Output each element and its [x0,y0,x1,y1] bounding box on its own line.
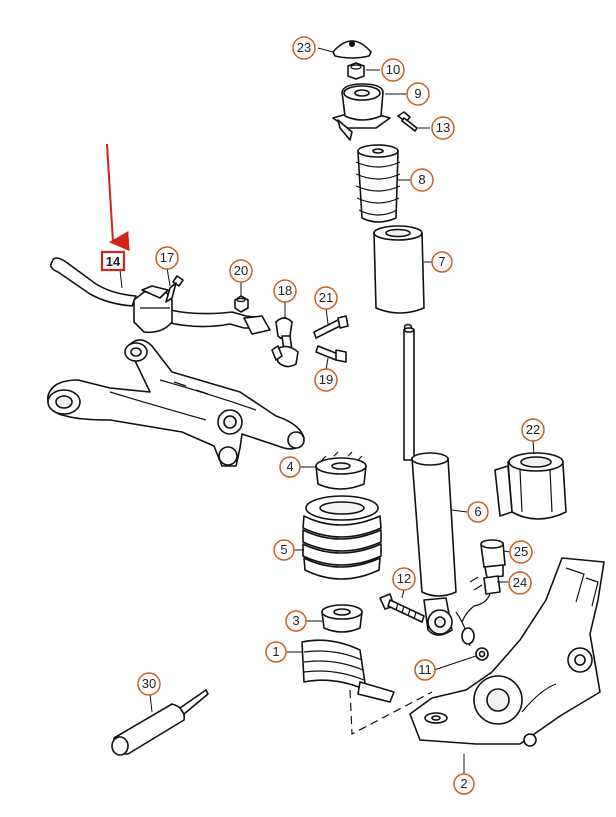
callout-4[interactable]: 4 [279,456,301,478]
nut-part-20 [234,295,249,313]
nut-part-11 [461,627,489,661]
bump-stop-part-8 [355,144,401,223]
callout-19[interactable]: 19 [314,368,338,392]
connector-part-24 [461,575,501,623]
bolt-part-17 [165,275,184,303]
svg-text:5: 5 [280,542,287,557]
sensor-part-25 [480,539,506,579]
svg-text:24: 24 [513,575,527,590]
svg-text:6: 6 [474,504,481,519]
coil-spring-part-5 [302,495,382,580]
callout-7[interactable]: 7 [431,251,453,273]
svg-text:23: 23 [297,40,311,55]
shock-absorber-part-6 [403,327,471,647]
callout-11[interactable]: 11 [414,659,436,681]
callout-9[interactable]: 9 [406,82,430,106]
svg-text:20: 20 [234,263,248,278]
svg-text:13: 13 [436,120,450,135]
cap-part-23 [332,40,372,59]
callout-18[interactable]: 18 [273,279,297,303]
svg-text:14: 14 [106,254,121,269]
svg-text:1: 1 [272,644,279,659]
leader-lines [119,47,535,774]
svg-text:2: 2 [460,776,467,791]
wheel-carrier-part-2 [409,557,605,747]
tool-part-30 [111,689,209,756]
svg-text:8: 8 [418,172,425,187]
callout-12[interactable]: 12 [392,567,416,591]
svg-text:7: 7 [438,254,445,269]
callout-30[interactable]: 30 [137,672,161,696]
spring-seat-part-3 [321,604,363,633]
spring-pad-part-4 [315,451,367,490]
svg-text:25: 25 [514,544,528,559]
bushing-clamp-part-14 [133,285,173,334]
callout-6[interactable]: 6 [467,501,489,523]
coupling-rod-part-18 [271,317,299,368]
callout-25[interactable]: 25 [509,540,533,564]
svg-text:10: 10 [386,62,400,77]
callout-22[interactable]: 22 [521,418,545,442]
svg-text:4: 4 [286,459,293,474]
svg-text:3: 3 [292,613,299,628]
protective-sleeve-part-7 [373,225,425,331]
svg-text:9: 9 [414,86,421,101]
bolt-part-19 [315,345,347,363]
bolt-part-21 [313,315,349,339]
svg-text:22: 22 [526,422,540,437]
control-arm [47,339,305,467]
callout-21[interactable]: 21 [314,286,338,310]
callout-10[interactable]: 10 [381,58,405,82]
callout-5[interactable]: 5 [273,539,295,561]
bushing-part-22 [494,452,567,520]
callout-8[interactable]: 8 [410,168,434,192]
svg-text:17: 17 [160,250,174,265]
svg-text:12: 12 [397,571,411,586]
bolt-part-12 [379,593,425,623]
nut-part-10 [347,62,365,80]
bolt-part-13 [397,111,418,132]
callout-23[interactable]: 23 [292,36,316,60]
callout-17[interactable]: 17 [155,246,179,270]
svg-text:19: 19 [319,372,333,387]
callout-14-highlighted[interactable]: 14 [100,250,126,272]
callout-1[interactable]: 1 [265,641,287,663]
callout-20[interactable]: 20 [229,259,253,283]
callout-24[interactable]: 24 [508,571,532,595]
strut-mount-part-9 [332,83,391,141]
callout-2[interactable]: 2 [453,773,475,795]
svg-text:18: 18 [278,283,292,298]
svg-text:11: 11 [418,662,432,677]
highlight-arrow [106,143,130,252]
callout-3[interactable]: 3 [285,610,307,632]
callout-13[interactable]: 13 [431,116,455,140]
svg-text:30: 30 [142,676,156,691]
plate-part-1 [301,639,433,735]
stabilizer-bar-part-14 [50,257,271,335]
svg-text:21: 21 [319,290,333,305]
